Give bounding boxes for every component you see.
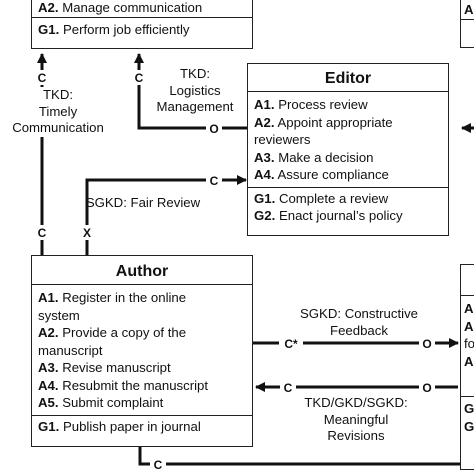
author-goal-text: Publish paper in journal: [62, 418, 201, 434]
author-activity-id: A1.: [38, 290, 59, 305]
label-line: Meaningful: [323, 411, 389, 427]
label-line: Management: [156, 99, 234, 114]
label-line: Feedback: [330, 322, 388, 338]
author-activity-text: Submit complaint: [62, 395, 164, 410]
editor-activity-text: Appoint appropriate: [277, 114, 393, 130]
right-role-goals: G G: [461, 396, 474, 435]
editor-goal: G2. Enact journal’s policy: [248, 207, 448, 225]
editor-activity-id: A2.: [254, 114, 275, 130]
label-meaningful-revisions: TKD/GKD/SGKD: Meaningful Revisions: [288, 395, 424, 445]
editor-activity: A3. Make a decision: [248, 149, 448, 167]
right-role-activities: A A fo A: [461, 295, 474, 370]
label-line: TKD/GKD/SGKD:: [304, 395, 408, 410]
author-goals: G1. Publish paper in journal: [32, 414, 252, 438]
editor-title: Editor: [324, 70, 372, 87]
label-line: Communication: [12, 120, 104, 135]
label-line: Logistics: [169, 82, 221, 98]
author-activity-text: Revise manuscript: [62, 360, 171, 375]
author-title: Author: [115, 263, 169, 280]
label-line: TKD:: [179, 66, 211, 81]
editor-activity-id: A1.: [254, 97, 275, 112]
right-line: A: [464, 301, 474, 316]
editor-activity: A4. Assure compliance: [248, 166, 448, 184]
editor-activity-text: reviewers: [254, 132, 311, 147]
right-top-line: A: [464, 2, 474, 17]
author-activity-id: A2.: [38, 325, 59, 340]
author-activity: system: [32, 307, 252, 325]
label-line: Timely: [38, 103, 78, 119]
marker-c-logistics: C: [135, 71, 144, 85]
editor-activity: A2. Appoint appropriate: [248, 114, 448, 132]
marker-c-revisions: C: [284, 381, 293, 395]
right-line: A: [464, 318, 474, 334]
marker-c-bottom: C: [154, 458, 163, 472]
author-activity-id: A5.: [38, 395, 59, 410]
author-activity: A5. Submit complaint: [32, 394, 252, 412]
author-activity-text: Resubmit the manuscript: [62, 377, 209, 393]
author-activity-text: system: [38, 307, 80, 323]
author-activity-id: A3.: [38, 360, 59, 375]
author-activity: A4. Resubmit the manuscript: [32, 377, 252, 395]
author-activity-text: Provide a copy of the: [62, 325, 187, 340]
author-activity-id: A4.: [38, 377, 59, 393]
top-role-box: A2. Manage communication G1. Perform job…: [31, 0, 253, 49]
label-tkd-timely: TKD: Timely Communication: [10, 87, 106, 137]
label-tkd-logistics: TKD: Logistics Management: [148, 66, 242, 116]
right-role-box: A A fo A G G: [460, 264, 474, 470]
editor-activity-id: A3.: [254, 149, 275, 165]
marker-o-revisions: O: [422, 381, 431, 395]
link-author-to-editor-fair-review: [85, 175, 247, 255]
editor-activity-text: Assure compliance: [277, 167, 389, 182]
author-goal: G1. Publish paper in journal: [32, 418, 252, 436]
right-role-title-area: [461, 265, 474, 295]
marker-c-timely: C: [38, 71, 47, 85]
top-activity: A2. Manage communication: [38, 0, 203, 15]
right-line: fo: [464, 336, 474, 351]
author-activity-text: Register in the online: [62, 290, 187, 305]
marker-x-fair-review: X: [83, 226, 91, 240]
right-top-divider: [461, 18, 474, 40]
marker-o-feedback: O: [422, 337, 431, 351]
author-activity: A1. Register in the online: [32, 289, 252, 307]
editor-goal-id: G1.: [254, 190, 276, 206]
right-line: G: [464, 401, 474, 416]
editor-activity-text: Make a decision: [278, 149, 374, 165]
editor-activity-text: Process review: [278, 97, 368, 112]
right-line: G: [464, 418, 474, 434]
editor-goal-id: G2.: [254, 208, 276, 223]
label-line: Revisions: [327, 428, 385, 443]
editor-activity: A1. Process review: [248, 96, 448, 114]
editor-goal-text: Complete a review: [278, 190, 389, 206]
author-activity-text: manuscript: [38, 342, 103, 358]
top-goal: G1. Perform job efficiently: [32, 16, 252, 39]
label-line: TKD:: [42, 87, 74, 102]
marker-c-star-feedback: C*: [284, 337, 298, 351]
editor-activity: reviewers: [248, 131, 448, 149]
link-author-bottom: [138, 447, 474, 466]
editor-activity-id: A4.: [254, 167, 275, 182]
author-activity: A3. Revise manuscript: [32, 359, 252, 377]
marker-c-fair-review: C: [210, 174, 219, 188]
author-activity: A2. Provide a copy of the: [32, 324, 252, 342]
right-top-box: A: [460, 0, 474, 48]
right-line: A: [464, 353, 474, 369]
label-sgkd-constructive: SGKD: Constructive Feedback: [280, 306, 438, 339]
author-goal-id: G1.: [38, 418, 60, 434]
editor-goal-text: Enact journal’s policy: [278, 208, 403, 223]
label-line: SGKD: Constructive: [300, 306, 418, 321]
author-activity: manuscript: [32, 342, 252, 360]
editor-goal: G1. Complete a review: [248, 190, 448, 208]
label-sgkd-fair-review: SGKD: Fair Review: [85, 195, 201, 210]
marker-c-author-top: C: [38, 226, 47, 240]
marker-o-logistics: O: [209, 122, 218, 136]
